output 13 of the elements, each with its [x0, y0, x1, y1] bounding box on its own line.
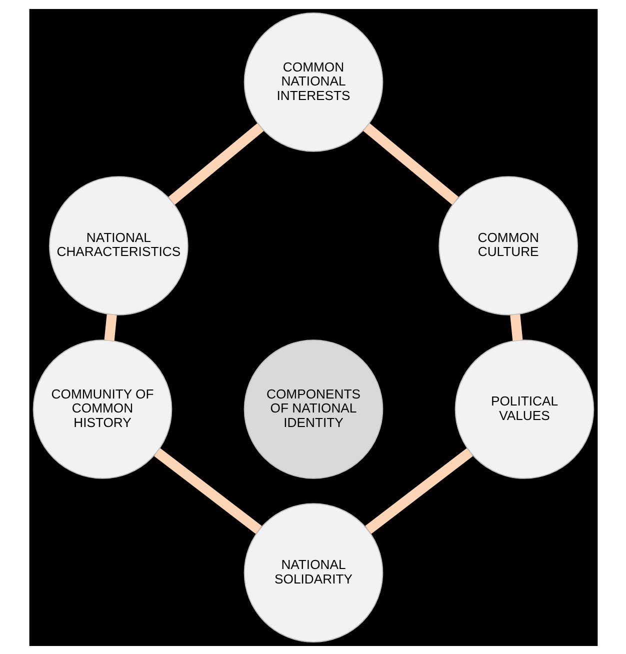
- node-circle: COMPONENTS OF NATIONAL IDENTITY: [243, 339, 383, 478]
- node-circle: COMMON NATIONAL INTERESTS: [243, 12, 383, 152]
- connector: [362, 122, 458, 204]
- node-circle: COMMUNITY OF COMMON HISTORY: [32, 339, 172, 478]
- node-circle: NATIONAL CHARACTERISTICS: [48, 176, 188, 315]
- connector: [168, 122, 264, 204]
- connector: [510, 314, 522, 340]
- node-circle: NATIONAL SOLIDARITY: [243, 502, 383, 642]
- node-circle: POLITICAL VALUES: [454, 339, 594, 478]
- connector: [364, 448, 472, 534]
- node-circle: COMMON CULTURE: [438, 176, 578, 315]
- connector: [104, 314, 116, 340]
- connector: [154, 448, 262, 534]
